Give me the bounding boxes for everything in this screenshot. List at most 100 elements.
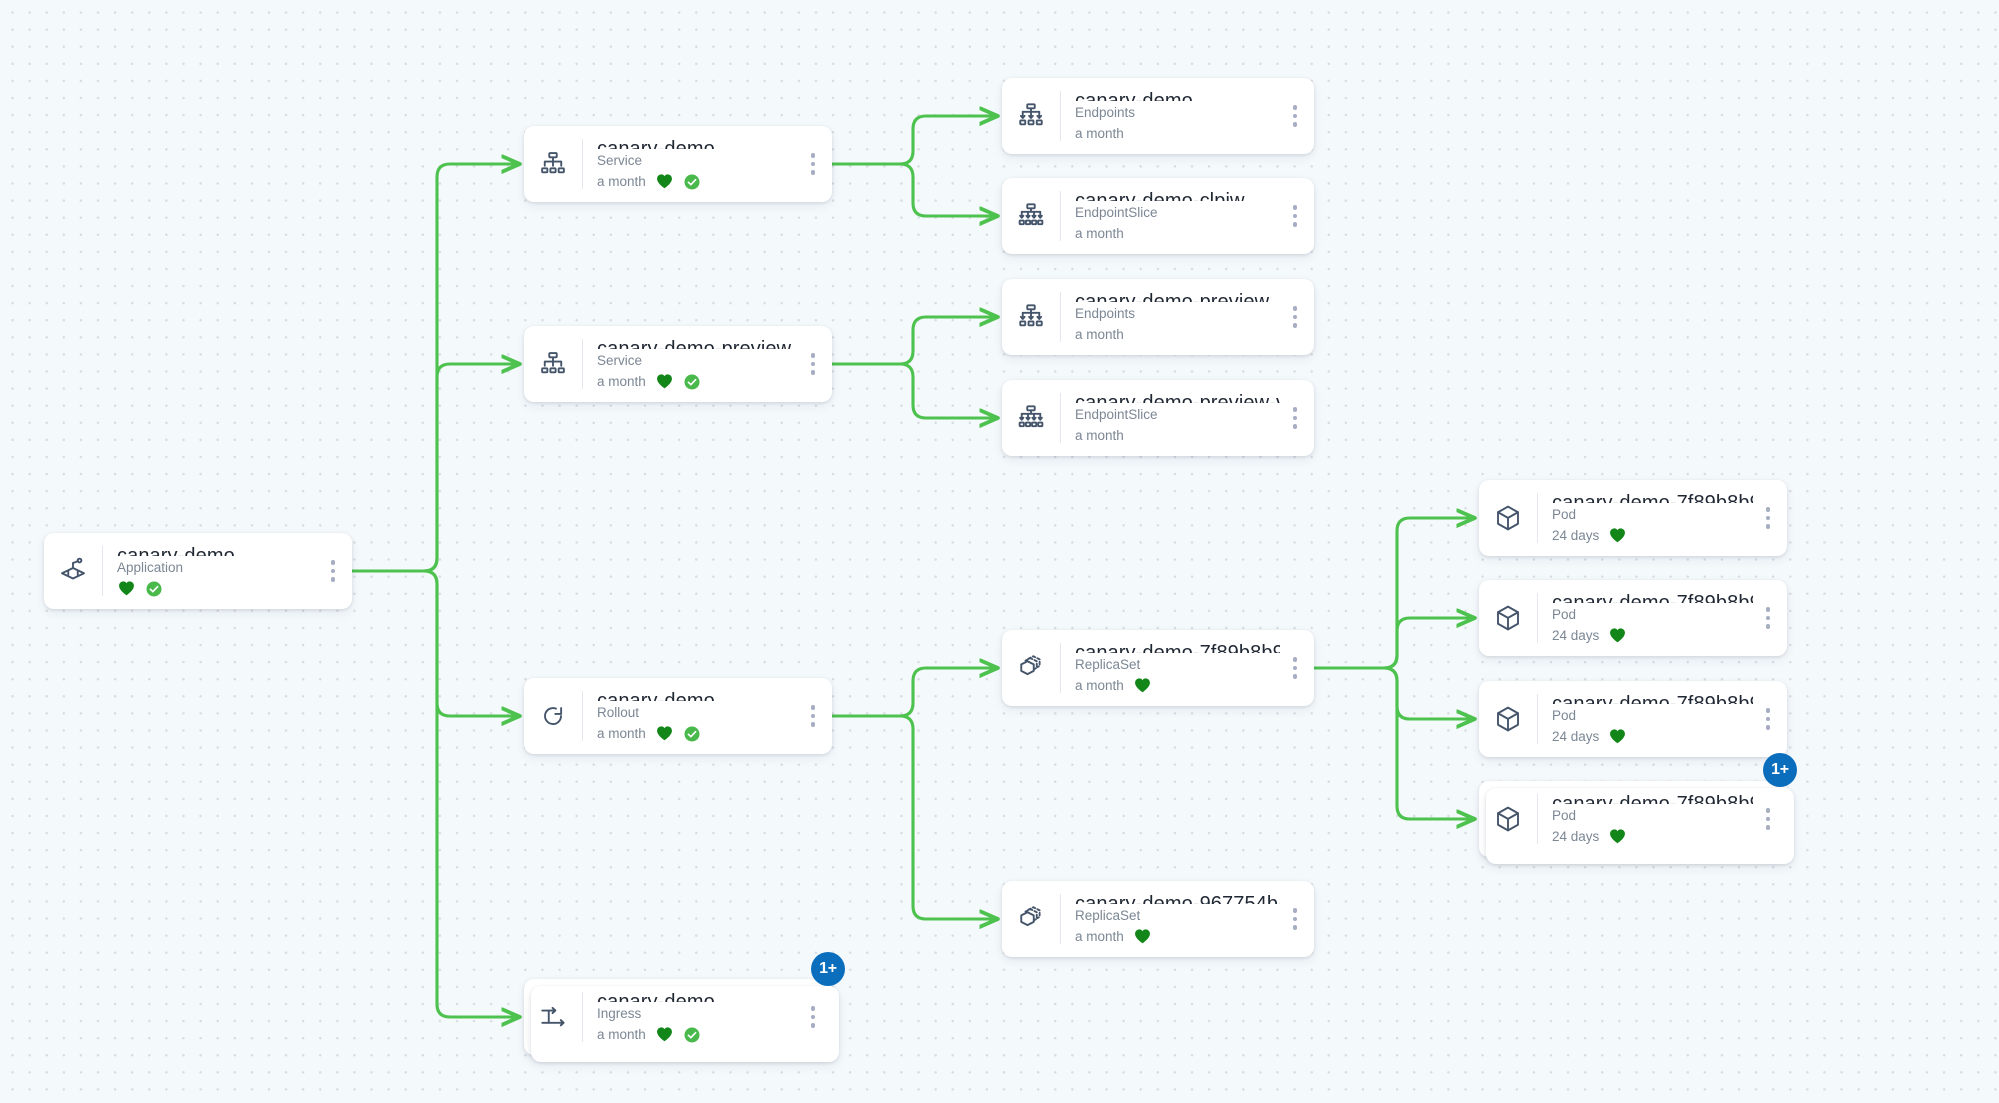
node-kind: Application (117, 560, 184, 575)
node-title: canary-demo (1075, 90, 1193, 101)
endpoints-icon (1002, 78, 1060, 154)
node-meta: a month (1075, 927, 1280, 946)
node-meta: 24 days (1552, 626, 1753, 645)
node-divider (1060, 91, 1061, 141)
node-age: a month (1075, 327, 1124, 342)
kebab-menu-icon[interactable] (798, 126, 828, 202)
node-divider (1060, 643, 1061, 693)
node-age: a month (1075, 929, 1124, 944)
kebab-menu-icon[interactable] (1280, 279, 1310, 355)
kebab-menu-icon[interactable] (1280, 178, 1310, 254)
kebab-menu-icon[interactable] (318, 533, 348, 609)
kebab-menu-icon[interactable] (1753, 781, 1783, 857)
node-title: canary-demo-7f89b8b97... (1552, 592, 1753, 603)
child-count-badge[interactable]: 1+ (811, 952, 845, 986)
node-kind: Pod (1552, 607, 1577, 622)
node-meta: a month (1075, 124, 1280, 143)
kebab-menu-icon[interactable] (1280, 630, 1310, 706)
node-kind: Service (597, 153, 643, 168)
node-age: 24 days (1552, 829, 1600, 844)
kebab-menu-icon[interactable] (1280, 78, 1310, 154)
health-heart-icon (1608, 727, 1627, 746)
resource-node-replicaset[interactable]: canary-demo-7f89b8b978ReplicaSeta month (1002, 630, 1314, 706)
node-title: canary-demo-preview (597, 338, 792, 349)
kebab-menu-icon[interactable] (798, 326, 828, 402)
node-age: a month (597, 726, 646, 741)
kebab-menu-icon[interactable] (1753, 580, 1783, 656)
node-meta: a month (1075, 325, 1280, 344)
kebab-menu-icon[interactable] (1753, 681, 1783, 757)
node-age: a month (597, 374, 646, 389)
pod-icon (1479, 781, 1537, 857)
health-heart-icon (655, 172, 674, 191)
health-heart-icon (1133, 676, 1152, 695)
replicaset-icon (1002, 881, 1060, 957)
kebab-menu-icon[interactable] (1753, 480, 1783, 556)
node-kind: ReplicaSet (1075, 657, 1141, 672)
node-divider (582, 691, 583, 741)
node-body: canary-demo-7f89b8b978ReplicaSeta month (1061, 630, 1280, 706)
node-title: canary-demo (597, 138, 715, 149)
endpoints-icon (1002, 279, 1060, 355)
node-meta: 24 days (1552, 727, 1753, 746)
node-body: canary-demo-7f89b8b97... Pod 24 days (1538, 580, 1753, 656)
kebab-menu-icon[interactable] (798, 979, 828, 1055)
kebab-menu-icon[interactable] (1280, 881, 1310, 957)
sync-status-icon (683, 173, 701, 191)
node-age: 24 days (1552, 528, 1600, 543)
node-meta: a month (597, 172, 798, 191)
endpointslice-icon (1002, 380, 1060, 456)
pod-icon (1479, 480, 1537, 556)
service-icon (524, 126, 582, 202)
node-kind: Service (597, 353, 643, 368)
node-title: canary-demo-clpjw (1075, 190, 1245, 201)
node-kind: EndpointSlice (1075, 407, 1158, 422)
node-divider (102, 546, 103, 596)
resource-node-pod[interactable]: canary-demo-7f89b8b97... Pod 24 days (1479, 580, 1787, 656)
node-age: a month (1075, 126, 1124, 141)
node-age: a month (1075, 678, 1124, 693)
kebab-menu-icon[interactable] (1280, 380, 1310, 456)
sync-status-icon (683, 373, 701, 391)
node-age: 24 days (1552, 729, 1600, 744)
node-age: a month (597, 1027, 646, 1042)
node-title: canary-demo-preview (1075, 291, 1270, 302)
node-kind: ReplicaSet (1075, 908, 1141, 923)
node-kind: Ingress (597, 1006, 642, 1021)
health-heart-icon (1608, 827, 1627, 846)
node-meta: a month (1075, 426, 1280, 445)
node-meta: a month (1075, 676, 1280, 695)
endpointslice-icon (1002, 178, 1060, 254)
rollout-icon (524, 678, 582, 754)
health-heart-icon (1608, 626, 1627, 645)
sync-status-icon (145, 580, 163, 598)
node-meta: a month (597, 1025, 798, 1044)
node-title: canary-demo (117, 545, 235, 556)
pod-icon (1479, 580, 1537, 656)
health-heart-icon (1608, 526, 1627, 545)
child-count-badge[interactable]: 1+ (1763, 753, 1797, 787)
node-title: canary-demo (597, 991, 715, 1002)
kebab-menu-icon[interactable] (798, 678, 828, 754)
